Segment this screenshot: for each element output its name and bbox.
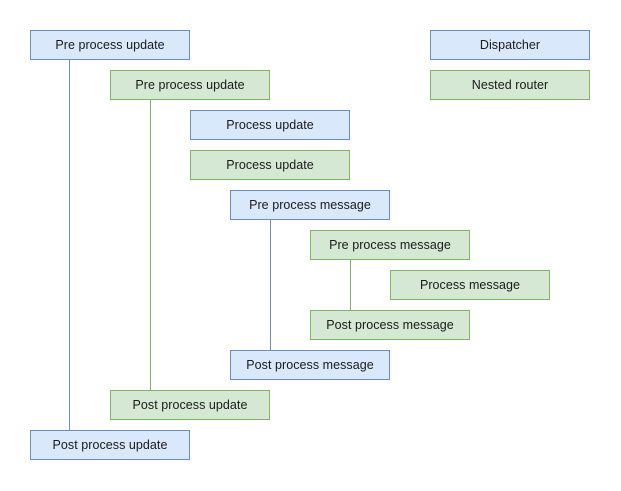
node-pre-process-message-router[interactable]: Pre process message bbox=[310, 230, 470, 260]
connector-edge-router-update bbox=[150, 100, 151, 390]
node-label: Pre process message bbox=[249, 197, 371, 212]
node-pre-process-update-dispatcher[interactable]: Pre process update bbox=[30, 30, 190, 60]
node-process-update-router[interactable]: Process update bbox=[190, 150, 350, 180]
legend-item-label: Nested router bbox=[471, 77, 549, 92]
node-process-update-dispatcher[interactable]: Process update bbox=[190, 110, 350, 140]
node-process-message-router[interactable]: Process message bbox=[390, 270, 550, 300]
legend-item-label: Dispatcher bbox=[479, 37, 541, 52]
node-label: Process update bbox=[226, 117, 314, 132]
node-label: Post process message bbox=[326, 317, 454, 332]
connector-edge-router-message bbox=[350, 260, 351, 310]
node-label: Process update bbox=[226, 157, 314, 172]
node-label: Process message bbox=[419, 277, 521, 292]
connector-edge-dispatcher-update bbox=[69, 60, 70, 430]
node-label: Pre process update bbox=[135, 77, 245, 92]
node-pre-process-update-router[interactable]: Pre process update bbox=[110, 70, 270, 100]
node-label: Post process update bbox=[52, 437, 168, 452]
legend-item-legend-nested-router[interactable]: Nested router bbox=[430, 70, 590, 100]
connector-edge-dispatcher-message bbox=[270, 220, 271, 350]
node-label: Post process message bbox=[246, 357, 374, 372]
node-post-process-update-router[interactable]: Post process update bbox=[110, 390, 270, 420]
node-label: Pre process message bbox=[329, 237, 451, 252]
node-label: Post process update bbox=[132, 397, 248, 412]
node-post-process-message-dispatcher[interactable]: Post process message bbox=[230, 350, 390, 380]
node-label: Pre process update bbox=[55, 37, 165, 52]
node-pre-process-message-dispatcher[interactable]: Pre process message bbox=[230, 190, 390, 220]
node-post-process-update-dispatcher[interactable]: Post process update bbox=[30, 430, 190, 460]
node-post-process-message-router[interactable]: Post process message bbox=[310, 310, 470, 340]
legend-item-legend-dispatcher[interactable]: Dispatcher bbox=[430, 30, 590, 60]
